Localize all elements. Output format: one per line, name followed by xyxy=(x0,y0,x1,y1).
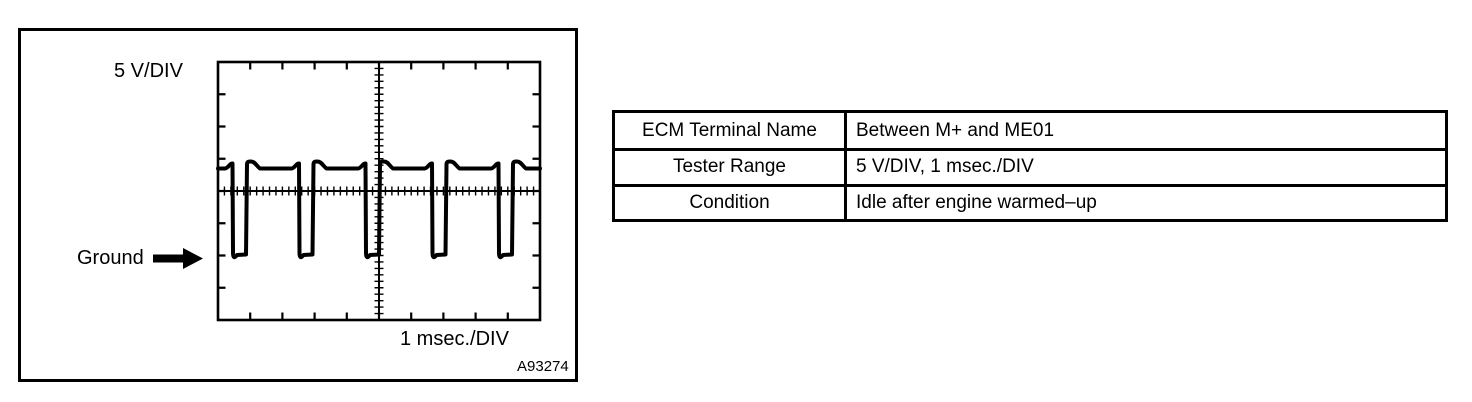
volts-per-div-label: 5 V/DIV xyxy=(114,60,183,82)
table-row-value: 5 V/DIV, 1 msec./DIV xyxy=(856,156,1034,178)
table-row: Tester Range 5 V/DIV, 1 msec./DIV xyxy=(615,148,1445,184)
ground-marker: Ground xyxy=(77,246,203,270)
table-row-label: Condition xyxy=(615,186,847,219)
table-row: Condition Idle after engine warmed–up xyxy=(615,183,1445,219)
table-row-label: ECM Terminal Name xyxy=(615,113,847,149)
table-row-label: Tester Range xyxy=(615,151,847,184)
table-row-value: Between M+ and ME01 xyxy=(856,119,1055,141)
figure-id: A93274 xyxy=(517,358,569,375)
table-row: ECM Terminal Name Between M+ and ME01 xyxy=(615,113,1445,149)
spec-table: ECM Terminal Name Between M+ and ME01 Te… xyxy=(612,110,1448,222)
oscilloscope-figure: 5 V/DIV Ground 1 msec./DIV A93274 xyxy=(18,28,578,382)
time-per-div-label: 1 msec./DIV xyxy=(400,328,509,350)
ground-label: Ground xyxy=(77,247,144,269)
ground-arrow-icon xyxy=(152,247,203,269)
oscilloscope-grid xyxy=(216,60,542,322)
table-row-value: Idle after engine warmed–up xyxy=(856,191,1097,213)
